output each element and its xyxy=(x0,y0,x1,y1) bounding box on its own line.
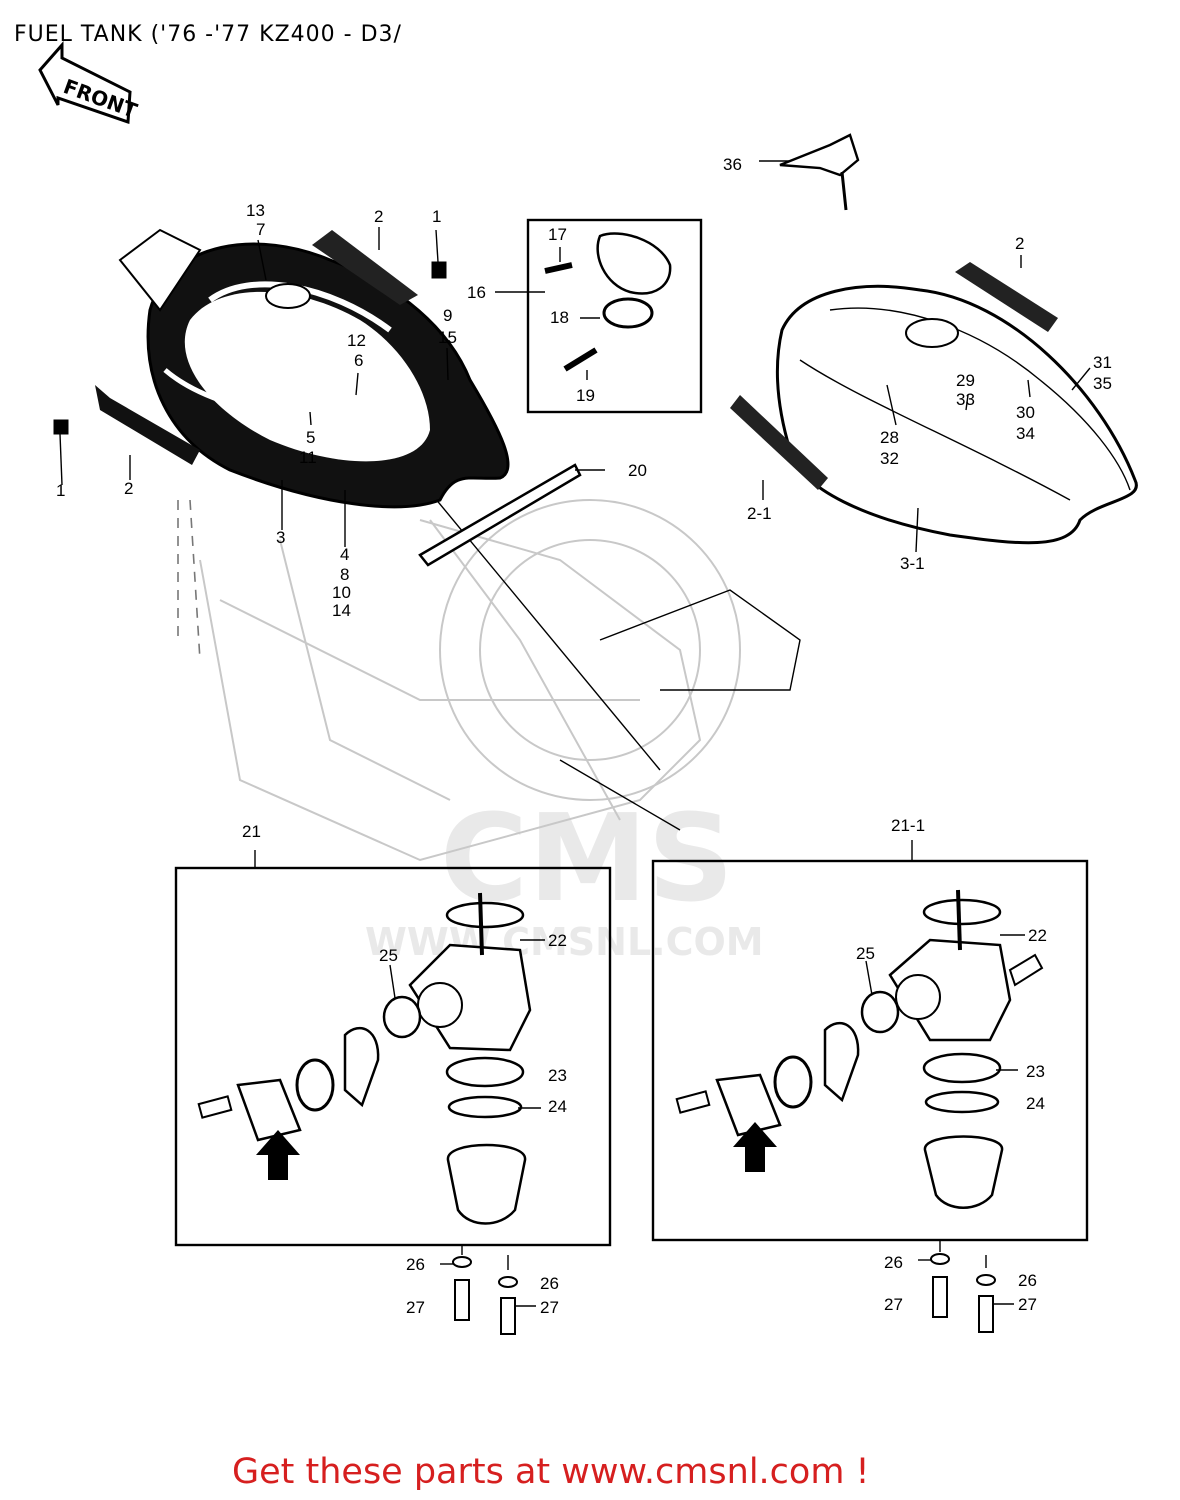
callout-13: 13 xyxy=(246,201,265,220)
callout-17: 17 xyxy=(548,225,567,244)
parts-link-banner[interactable]: Get these parts at www.cmsnl.com ! xyxy=(232,1452,870,1492)
callout-25-right: 25 xyxy=(856,944,875,963)
callout-24-right: 24 xyxy=(1026,1094,1045,1113)
callout-23-right: 23 xyxy=(1026,1062,1045,1081)
bolt-1-icon xyxy=(53,419,69,486)
bolt-top-icon xyxy=(431,229,447,279)
fuel-cap-box xyxy=(526,218,703,414)
callout-26-right-b: 26 xyxy=(1018,1271,1037,1290)
callout-25-left: 25 xyxy=(379,946,398,965)
callout-7: 7 xyxy=(256,220,265,239)
bolts-washers-right xyxy=(930,1240,996,1333)
callout-15: 15 xyxy=(438,328,457,347)
callout-2-left-top: 2 xyxy=(374,207,383,226)
callout-36: 36 xyxy=(723,155,742,174)
petcock-assembly-left xyxy=(197,892,532,1225)
mounting-strip xyxy=(418,463,582,567)
callout-20: 20 xyxy=(628,461,647,480)
fuel-tank-left xyxy=(118,228,510,509)
callout-1-left: 1 xyxy=(56,481,65,500)
callout-22-right: 22 xyxy=(1028,926,1047,945)
callout-22-left: 22 xyxy=(548,931,567,950)
cms-watermark: CMS WWW.CMSNL.COM xyxy=(365,499,764,964)
callout-31: 31 xyxy=(1093,353,1112,372)
callout-34: 34 xyxy=(1016,424,1035,443)
callout-3-1: 3-1 xyxy=(900,554,925,573)
callout-21: 21 xyxy=(242,822,261,841)
callout-11: 11 xyxy=(299,448,317,467)
callout-10: 10 xyxy=(332,583,351,602)
callout-26-right-a: 26 xyxy=(884,1253,903,1272)
callout-24-left: 24 xyxy=(548,1097,567,1116)
decal-stripe-left xyxy=(312,230,418,305)
callout-19: 19 xyxy=(576,386,595,405)
leader-lines xyxy=(129,160,1091,1307)
callout-29: 29 xyxy=(956,371,975,390)
watermark-url: WWW.CMSNL.COM xyxy=(365,920,764,964)
callout-3: 3 xyxy=(276,528,285,547)
fuel-cap-key-icon xyxy=(779,133,860,211)
petcock-box-right xyxy=(651,859,1089,1242)
callout-27-right-a: 27 xyxy=(884,1295,903,1314)
callout-35: 35 xyxy=(1093,374,1112,393)
callout-1-left-top: 1 xyxy=(432,207,441,226)
callout-labels: 13 7 2 1 12 6 9 15 5 11 1 2 3 4 8 10 14 … xyxy=(56,155,1112,1317)
callout-2-right: 2 xyxy=(1015,234,1024,253)
callout-21-1: 21-1 xyxy=(891,816,925,835)
watermark-logo: CMS xyxy=(440,790,734,929)
callout-5: 5 xyxy=(306,428,315,447)
kawasaki-emblem-left xyxy=(95,385,200,465)
callout-30: 30 xyxy=(1016,403,1035,422)
petcock-assembly-right xyxy=(675,889,1044,1209)
callout-27-left-a: 27 xyxy=(406,1298,425,1317)
petcock-box-left xyxy=(174,866,612,1247)
callout-9: 9 xyxy=(443,306,452,325)
callout-23-left: 23 xyxy=(548,1066,567,1085)
callout-2-left: 2 xyxy=(124,479,133,498)
callout-6: 6 xyxy=(354,351,363,370)
callout-26-left-a: 26 xyxy=(406,1255,425,1274)
callout-32: 32 xyxy=(880,449,899,468)
callout-12: 12 xyxy=(347,331,366,350)
callout-27-left-b: 27 xyxy=(540,1298,559,1317)
front-arrow-icon: FRONT xyxy=(38,41,141,125)
fuel-tank-right xyxy=(730,262,1138,545)
callout-18: 18 xyxy=(550,308,569,327)
callout-14: 14 xyxy=(332,601,351,620)
callout-27-right-b: 27 xyxy=(1018,1295,1037,1314)
callout-16: 16 xyxy=(467,283,486,302)
callout-33: 33 xyxy=(956,390,975,409)
callout-2-1: 2-1 xyxy=(747,504,772,523)
bolts-washers-left xyxy=(452,1245,518,1335)
callout-8: 8 xyxy=(340,565,349,584)
callout-28: 28 xyxy=(880,428,899,447)
callout-4: 4 xyxy=(340,545,349,564)
callout-26-left-b: 26 xyxy=(540,1274,559,1293)
page-title: FUEL TANK ('76 -'77 KZ400 - D3/ xyxy=(14,22,402,47)
frame xyxy=(177,479,801,862)
